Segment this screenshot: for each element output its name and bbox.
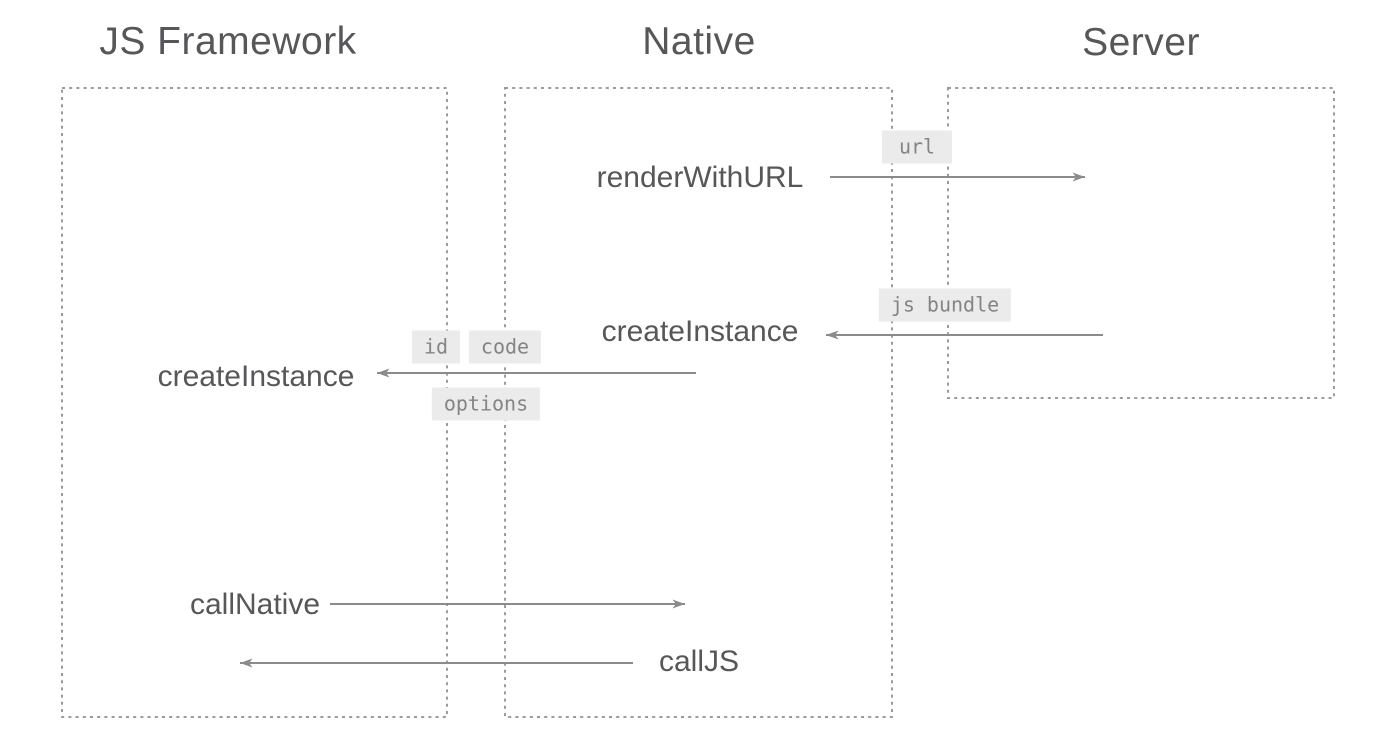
param-tag-url: url [881,130,953,164]
column-title-server: Server [1082,21,1200,64]
column-title-js-framework: JS Framework [99,20,357,63]
message-call-native: callNative [189,588,321,621]
param-tag-code: code [468,330,542,364]
param-tag-js-bundle: js bundle [878,288,1012,322]
box-js-framework [61,87,448,718]
message-create-instance-native: createInstance [601,315,799,348]
message-call-js: callJS [658,645,740,678]
message-create-instance-js-framework: createInstance [157,360,355,393]
param-tag-id: id [411,330,461,364]
message-render-with-url: renderWithURL [596,161,804,194]
param-tag-options: options [431,387,541,421]
box-server [947,87,1335,399]
column-title-native: Native [642,20,756,63]
